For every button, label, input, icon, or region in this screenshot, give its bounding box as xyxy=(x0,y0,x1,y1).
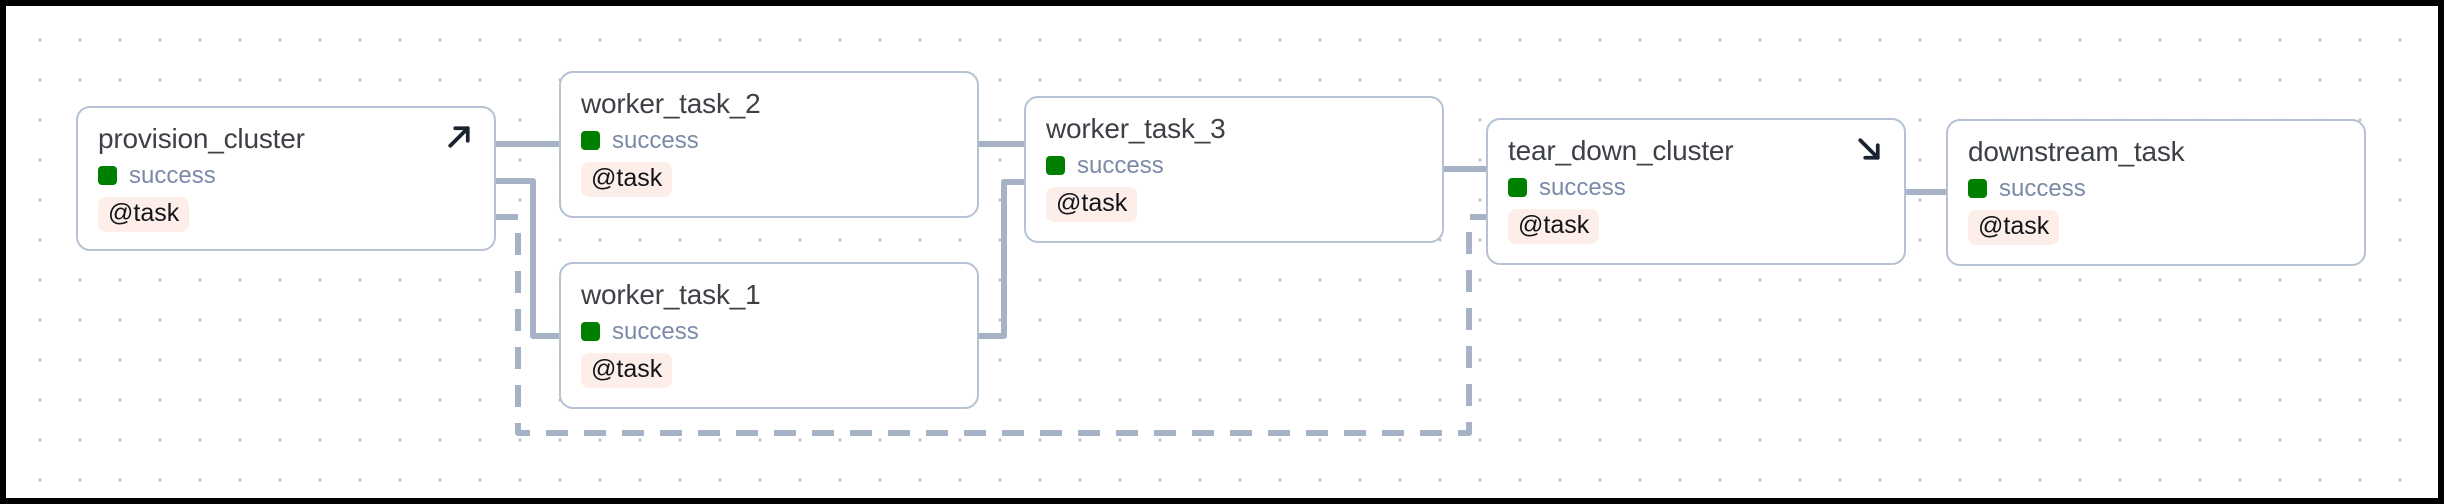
task-type-badge: @task xyxy=(1968,209,2060,246)
status-success-icon xyxy=(581,131,600,151)
arrow-up-right-icon[interactable] xyxy=(444,122,474,152)
task-node-tear_down_cluster[interactable]: tear_down_cluster success @task xyxy=(1486,118,1906,265)
node-title: worker_task_2 xyxy=(581,88,761,119)
node-title: worker_task_1 xyxy=(581,279,761,310)
task-type-badge: @task xyxy=(581,161,673,198)
task-node-worker_task_1[interactable]: worker_task_1 success @task xyxy=(559,262,979,409)
status-label: success xyxy=(129,161,216,189)
status-row: success xyxy=(1508,173,1626,201)
arrow-down-right-icon[interactable] xyxy=(1854,134,1884,164)
node-title: provision_cluster xyxy=(98,123,305,154)
status-row: success xyxy=(98,161,216,189)
edge-provision_cluster-worker_task_1 xyxy=(496,178,559,339)
node-title: worker_task_3 xyxy=(1046,113,1226,144)
status-label: success xyxy=(1077,151,1164,179)
status-label: success xyxy=(1999,174,2086,202)
node-header: tear_down_cluster xyxy=(1508,134,1884,167)
status-label: success xyxy=(1539,173,1626,201)
node-header: worker_task_3 xyxy=(1046,113,1422,145)
node-title: tear_down_cluster xyxy=(1508,135,1734,166)
status-label: success xyxy=(612,126,699,154)
task-type-badge: @task xyxy=(98,196,190,233)
status-success-icon xyxy=(98,166,117,186)
task-type-badge: @task xyxy=(1046,186,1138,223)
status-row: success xyxy=(581,317,699,345)
edge-worker_task_1-worker_task_3 xyxy=(979,179,1024,339)
status-success-icon xyxy=(1508,178,1527,198)
task-node-downstream_task[interactable]: downstream_task success @task xyxy=(1946,119,2366,266)
node-header: downstream_task xyxy=(1968,136,2344,168)
node-title: downstream_task xyxy=(1968,136,2185,167)
status-row: success xyxy=(1968,174,2086,202)
task-type-badge: @task xyxy=(1508,208,1600,245)
status-row: success xyxy=(1046,151,1164,179)
task-node-provision_cluster[interactable]: provision_cluster success @task xyxy=(76,106,496,251)
status-success-icon xyxy=(1046,156,1065,176)
status-success-icon xyxy=(581,322,600,342)
node-header: worker_task_2 xyxy=(581,88,957,120)
task-node-worker_task_2[interactable]: worker_task_2 success @task xyxy=(559,71,979,218)
status-label: success xyxy=(612,317,699,345)
task-node-worker_task_3[interactable]: worker_task_3 success @task xyxy=(1024,96,1444,243)
node-header: worker_task_1 xyxy=(581,279,957,311)
status-row: success xyxy=(581,126,699,154)
task-type-badge: @task xyxy=(581,352,673,389)
node-header: provision_cluster xyxy=(98,122,474,155)
status-success-icon xyxy=(1968,179,1987,199)
